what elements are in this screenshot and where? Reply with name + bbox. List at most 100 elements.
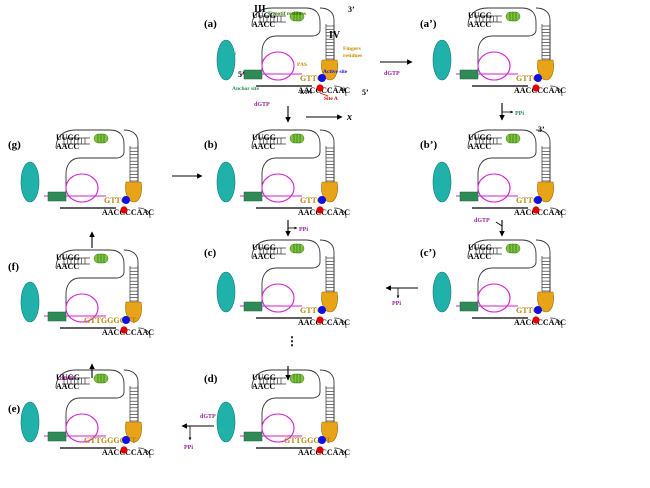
seq-primer: GTTGGGGT [284, 436, 332, 445]
active-site-dot [534, 74, 542, 82]
template-loop [65, 293, 99, 323]
seq-bottom: AACC [468, 142, 491, 151]
seq-top: UUGG [252, 243, 276, 252]
active-site-dot [318, 436, 326, 444]
site-a-dot [532, 84, 540, 92]
template-tail [333, 207, 347, 219]
dgtp-label-a: dGTP [254, 102, 270, 108]
anchor-site [243, 191, 263, 202]
seq-template: AACCCCAAC [514, 318, 566, 327]
seq-top: UUGG [56, 373, 80, 382]
site-a-dot [316, 84, 324, 92]
active-site-dot [318, 306, 326, 314]
site-a-dot [120, 446, 128, 454]
ten-domain [216, 271, 236, 313]
template-tail [549, 207, 563, 219]
ten-domain [432, 39, 452, 81]
site-a-dot [120, 206, 128, 214]
active-site-dot [122, 316, 130, 324]
seq-template: AACCCCAAC [298, 86, 350, 95]
template-tail [549, 85, 563, 97]
t-motif-label: T motif residues [268, 11, 306, 17]
ten-label: TEN [225, 51, 236, 57]
site-a-dot [532, 206, 540, 214]
panel-label-a2: (a’) [420, 18, 437, 30]
active-site-dot [318, 196, 326, 204]
template-loop [65, 413, 99, 443]
panel-label-d: (d) [204, 373, 218, 385]
seq-template: AACCCCAAC [298, 318, 350, 327]
seq-bottom: AACC [252, 382, 275, 391]
panel-label-c2: (c’) [420, 247, 436, 259]
anchor-site [47, 191, 67, 202]
rna-backbone [251, 7, 335, 70]
fingers-domain [125, 301, 142, 323]
seq-top: UUGG [252, 133, 276, 142]
ppi-label-c2c: PPi [392, 301, 401, 307]
template-tail [137, 327, 151, 339]
seq-primer: GTTG [516, 74, 539, 83]
panel-a-annotations: III IV 3’ T motif residues Fingers resid… [225, 4, 369, 102]
ten-domain [216, 161, 236, 203]
seq-template: AACCCCAAC [514, 208, 566, 217]
dgtp-label-ef: dGTP [60, 376, 76, 382]
anchor-site-label: Anchor site [232, 86, 259, 92]
seq-bottom: AACC [252, 142, 275, 151]
panel-label-e: (e) [8, 403, 21, 415]
seq-bottom: AACC [252, 20, 275, 29]
fingers-domain [321, 59, 338, 81]
seq-primer: GTTGGGGTT [84, 436, 137, 445]
ten-domain [20, 401, 40, 443]
panel-label-b: (b) [204, 139, 218, 151]
ten-domain [432, 161, 452, 203]
rna-backbone [55, 369, 139, 432]
seq-bottom: AACC [56, 262, 79, 271]
site-a-dot [316, 446, 324, 454]
roman-iii: III [254, 4, 266, 15]
fingers-label-1: Fingers [343, 46, 361, 52]
seq-top: UUGG [468, 11, 492, 20]
anchor-site [459, 69, 479, 80]
active-site-dot [122, 436, 130, 444]
fingers-domain [321, 421, 338, 443]
seq-top: UUGG [56, 253, 80, 262]
seq-primer: GTTG [300, 196, 323, 205]
seq-primer: GTTG [104, 196, 127, 205]
site-43-label: 43 [340, 87, 346, 93]
three-prime-b2: 3’ [538, 125, 545, 134]
site-a-dot [120, 326, 128, 334]
panel-label-f: (f) [8, 261, 19, 273]
arrow-dgtp-in-b2c2 [495, 221, 503, 227]
rna-backbone [467, 7, 551, 70]
panel-label-b2: (b’) [420, 139, 437, 151]
seq-bottom: AACC [468, 20, 491, 29]
active-site-dot [318, 74, 326, 82]
template-loop [261, 51, 295, 81]
template-loop [477, 283, 511, 313]
ellipsis-dots: ⋮ [286, 334, 298, 348]
dgtp-label-a2: dGTP [384, 71, 400, 77]
five-prime-left: 5’ [238, 70, 245, 79]
anchor-site [459, 191, 479, 202]
x-axis-label: x [346, 112, 352, 123]
template-tail [549, 317, 563, 329]
seq-primer: GTTG [516, 306, 539, 315]
dgtp-label-b2c2: dGTP [474, 218, 490, 224]
template-loop [261, 173, 295, 203]
seq-top: UUGG [56, 133, 80, 142]
anchor-site [243, 431, 263, 442]
panel-label-a: (a) [204, 18, 217, 30]
site-a-dot [316, 206, 324, 214]
seq-template: AACCCCAAC [514, 86, 566, 95]
roman-iv: IV [329, 30, 341, 41]
seq-bottom: AACC [56, 382, 79, 391]
template-loop [261, 283, 295, 313]
template-loop [477, 173, 511, 203]
